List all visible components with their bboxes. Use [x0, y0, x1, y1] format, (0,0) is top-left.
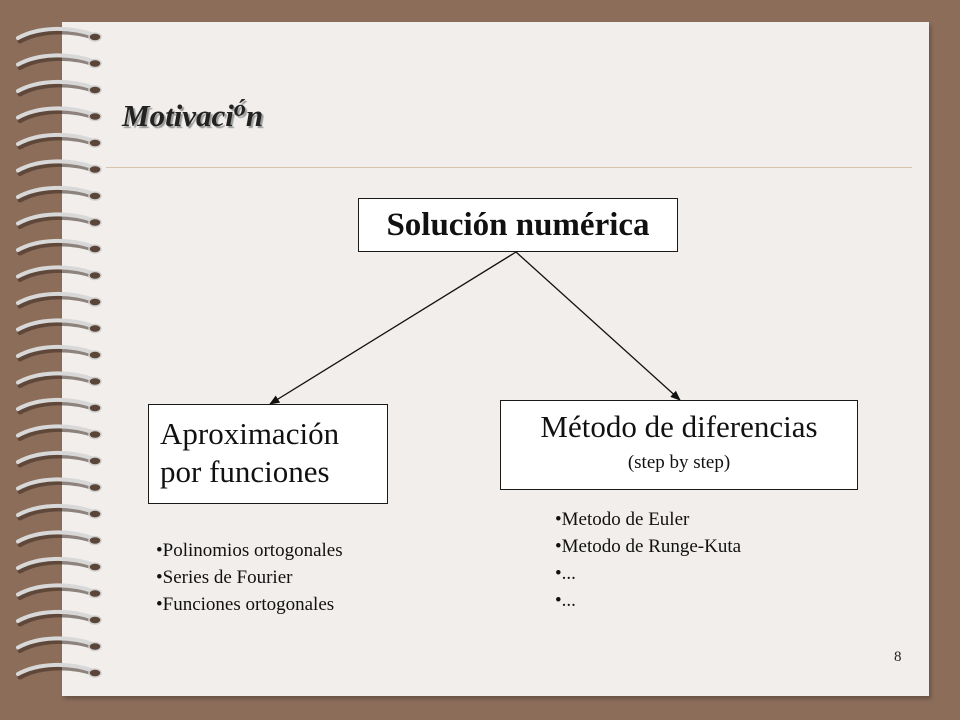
spiral-coil — [16, 26, 102, 44]
spiral-binding-icon — [16, 26, 102, 680]
spiral-coil — [16, 662, 102, 680]
list-item: Series de Fourier — [156, 564, 343, 591]
spiral-coil — [16, 530, 102, 547]
spiral-coil — [16, 159, 102, 176]
spiral-coil — [16, 212, 102, 229]
title-accent: ó — [233, 96, 246, 122]
right-node: Método de diferencias (step by step) — [500, 400, 858, 490]
spiral-coil — [16, 371, 102, 388]
list-item: ... — [555, 560, 741, 587]
arrow-to-left-box — [269, 251, 517, 405]
spiral-coil — [16, 185, 102, 203]
arrow-to-right-box — [515, 251, 681, 401]
spiral-coil — [16, 636, 102, 653]
page-number: 8 — [894, 649, 902, 665]
spiral-coil — [16, 556, 102, 574]
left-bullet-list: Polinomios ortogonales Series de Fourier… — [156, 537, 343, 618]
spiral-coil — [16, 106, 102, 123]
spiral-coil — [16, 503, 102, 521]
root-label: Solución numérica — [386, 207, 650, 243]
spiral-coil — [16, 291, 102, 309]
right-node-sublabel: (step by step) — [627, 452, 731, 473]
root-node: Solución numérica — [358, 198, 678, 252]
spiral-coil — [16, 450, 102, 468]
list-item: ... — [555, 587, 741, 614]
list-item: Metodo de Euler — [555, 506, 741, 533]
spiral-coil — [16, 238, 102, 256]
spiral-coil — [16, 265, 102, 282]
spiral-coil — [16, 609, 102, 627]
spiral-coil — [16, 397, 102, 415]
right-node-label: Método de diferencias — [540, 409, 818, 444]
list-item: Funciones ortogonales — [156, 591, 343, 618]
spiral-coil — [16, 318, 102, 335]
left-node: Aproximación por funciones — [148, 404, 388, 504]
left-node-line1: Aproximación — [160, 416, 340, 451]
spiral-coil — [16, 132, 102, 150]
title-divider — [106, 167, 912, 168]
spiral-coil — [16, 344, 102, 362]
left-node-line2: por funciones — [160, 454, 330, 489]
spiral-coil — [16, 79, 102, 97]
list-item: Metodo de Runge-Kuta — [555, 533, 741, 560]
title-end: n — [245, 98, 264, 133]
spiral-coil — [16, 583, 102, 600]
spiral-coil — [16, 53, 102, 70]
title-main: Motivaci — [122, 98, 234, 133]
list-item: Polinomios ortogonales — [156, 537, 343, 564]
spiral-coil — [16, 424, 102, 441]
slide-title: Motivación — [122, 96, 264, 134]
right-bullet-list: Metodo de Euler Metodo de Runge-Kuta ...… — [555, 506, 741, 614]
spiral-coil — [16, 477, 102, 494]
